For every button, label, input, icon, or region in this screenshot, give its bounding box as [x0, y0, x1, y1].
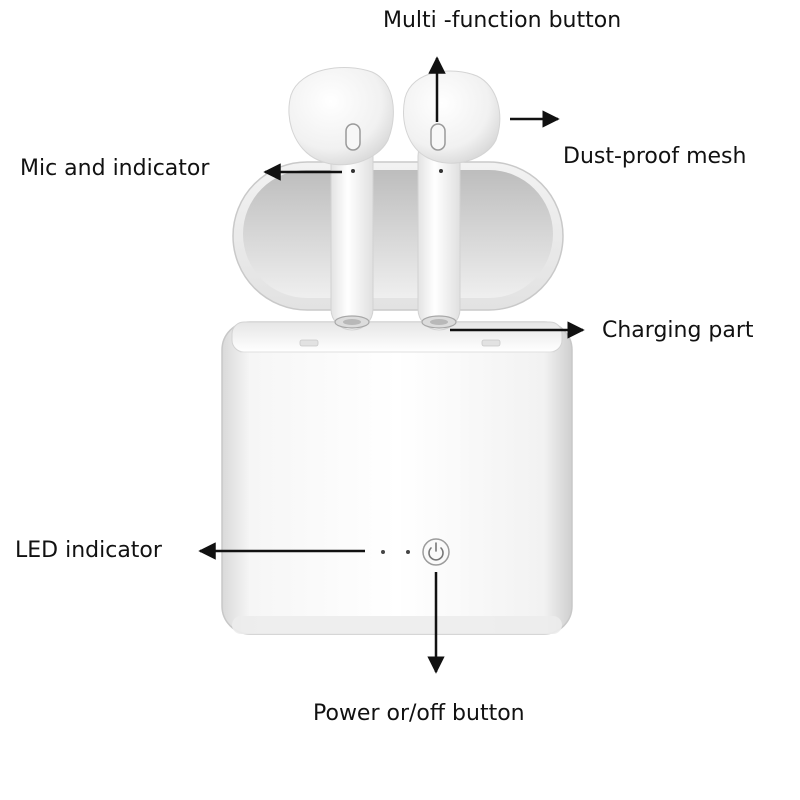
power-button-label: Power or/off button: [313, 701, 525, 726]
charging-part-label: Charging part: [602, 318, 754, 343]
charging-case: [221, 321, 573, 635]
right-earbud: [403, 70, 501, 331]
multi-function-button-label: Multi -function button: [383, 8, 622, 33]
left-earbud: [288, 66, 394, 331]
callout-arrows: [198, 56, 585, 674]
power-icon: [422, 538, 450, 566]
led-dots: [381, 550, 410, 554]
case-lid: [232, 161, 564, 311]
led-indicator-label: LED indicator: [15, 538, 162, 563]
dust-proof-mesh-label: Dust-proof mesh: [563, 144, 747, 169]
mic-indicator-label: Mic and indicator: [20, 156, 210, 181]
